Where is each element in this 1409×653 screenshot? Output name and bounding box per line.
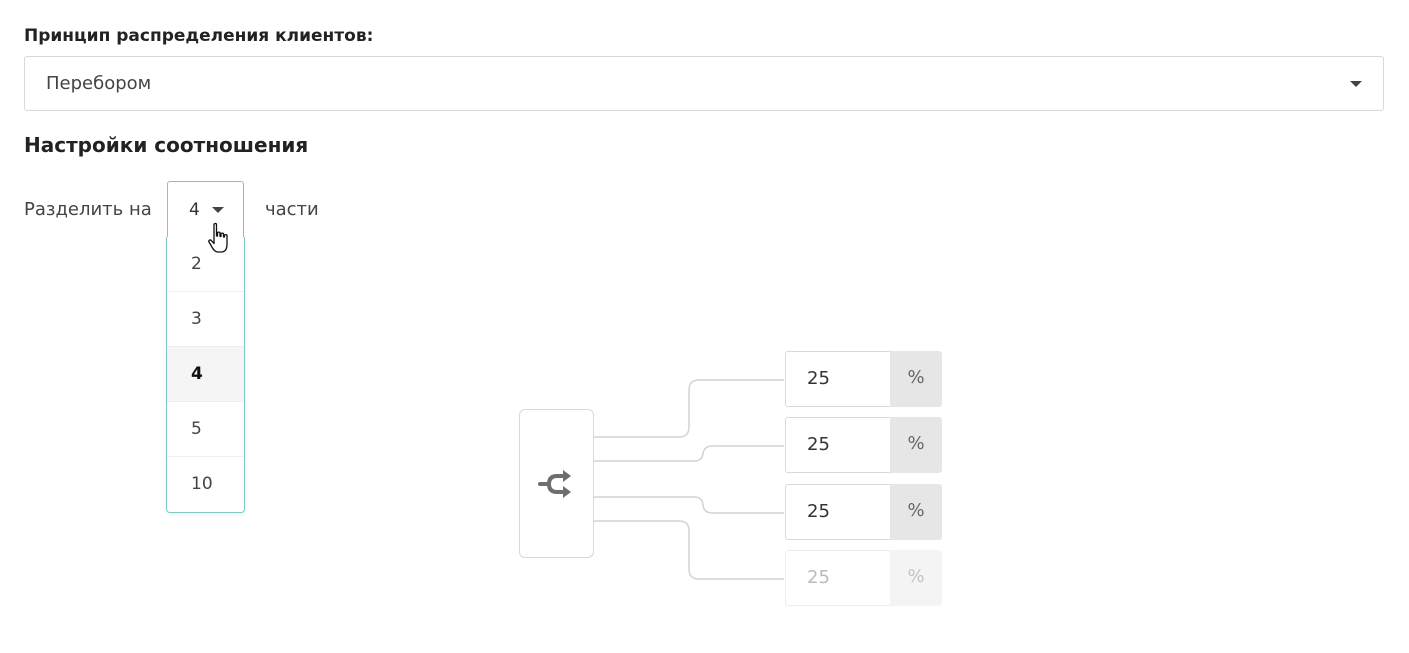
chevron-down-icon <box>212 207 224 213</box>
percent-addon: % <box>890 417 942 473</box>
percent-group: 25 % <box>785 484 942 540</box>
shuffle-split-icon <box>538 470 571 498</box>
hand-pointer-cursor-icon <box>208 222 228 253</box>
ratio-settings-title: Настройки соотношения <box>24 133 309 157</box>
percent-addon: % <box>890 550 942 606</box>
dropdown-option[interactable]: 3 <box>167 292 244 347</box>
percent-group: 25 % <box>785 417 942 473</box>
dropdown-option[interactable]: 5 <box>167 402 244 457</box>
percent-group-disabled: 25 % <box>785 550 942 606</box>
dropdown-option[interactable]: 10 <box>191 474 213 494</box>
parts-dropdown: 2 3 4 5 10 <box>166 237 245 513</box>
percent-input[interactable]: 25 <box>785 417 890 473</box>
splitter-node[interactable] <box>519 409 594 558</box>
distribution-select-value: Перебором <box>46 73 152 94</box>
distribution-select[interactable]: Перебором <box>24 56 1384 111</box>
percent-input[interactable]: 25 <box>785 484 890 540</box>
percent-addon: % <box>890 484 942 540</box>
percent-input-disabled: 25 <box>785 550 890 606</box>
dropdown-option-selected[interactable]: 4 <box>167 347 244 402</box>
chevron-down-icon <box>1350 81 1362 87</box>
dropdown-option[interactable]: 2 <box>167 237 244 292</box>
percent-group: 25 % <box>785 351 942 407</box>
percent-addon: % <box>890 351 942 407</box>
parts-select[interactable]: 4 <box>167 181 244 237</box>
percent-input[interactable]: 25 <box>785 351 890 407</box>
split-label: Разделить на <box>24 199 152 220</box>
parts-label: части <box>265 199 319 220</box>
parts-select-value: 4 <box>189 200 200 220</box>
distribution-label: Принцип распределения клиентов: <box>24 26 374 46</box>
